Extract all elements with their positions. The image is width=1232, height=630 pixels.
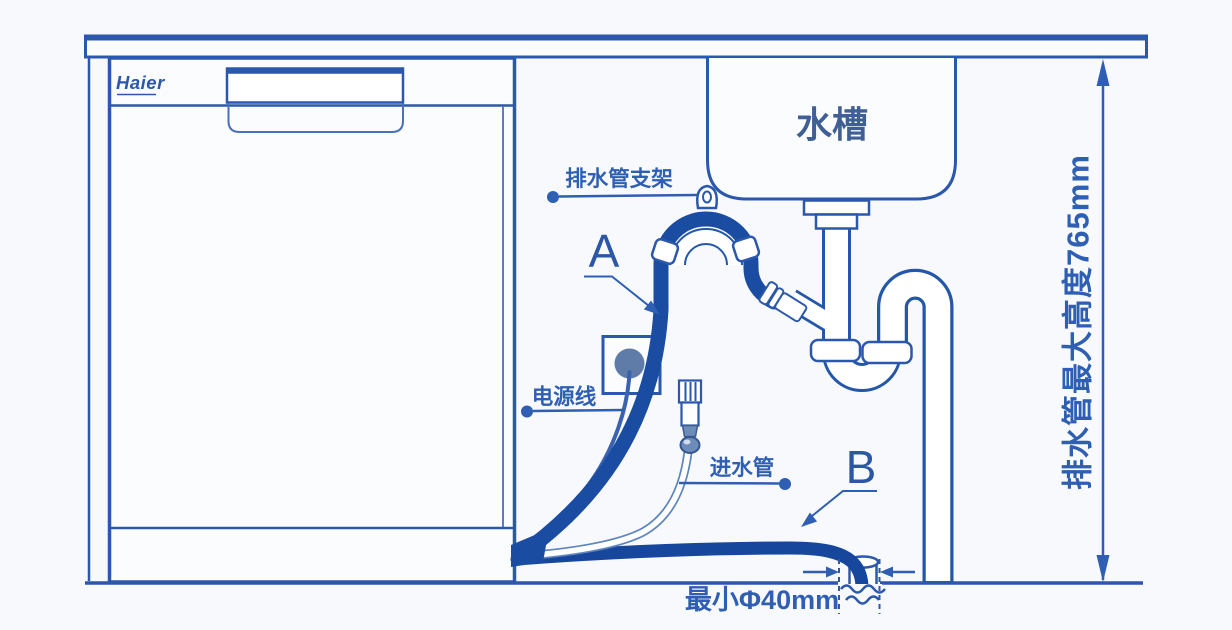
drain-bracket-tab: [696, 184, 718, 210]
max-height-label: 排水管最大高度765mm: [1061, 154, 1096, 490]
arrow-left-icon: [880, 566, 893, 578]
callout-power-cord: 电源线: [521, 384, 625, 418]
drain-bracket-label: 排水管支架: [565, 166, 673, 191]
arrow-up-icon: [1096, 59, 1110, 86]
hose-connector: [758, 281, 808, 323]
sink: 水槽: [706, 58, 957, 201]
drain-flange: [802, 199, 871, 216]
min-diameter-dimension: 最小Φ40mm: [685, 559, 915, 615]
sink-drain-piping: [785, 199, 954, 582]
drain-hose-bracket: [669, 228, 743, 266]
max-height-dimension: 排水管最大高度765mm: [1061, 59, 1110, 582]
callout-point-a: A: [584, 225, 660, 315]
brand-logo-text: Haier: [116, 72, 166, 93]
countertop: [84, 34, 1148, 59]
arrow-icon: [801, 512, 818, 527]
hose-cap: [679, 436, 701, 454]
leader-dot: [521, 405, 533, 418]
callout-drain-bracket: 排水管支架: [547, 166, 698, 203]
point-a-label: A: [589, 225, 620, 277]
callout-point-b: B: [801, 441, 877, 527]
point-b-label: B: [846, 441, 877, 493]
haier-logo: Haier: [116, 72, 166, 96]
min-diameter-label: 最小Φ40mm: [685, 585, 839, 615]
leader-dot: [547, 191, 559, 203]
sink-label: 水槽: [796, 104, 868, 145]
arrow-right-icon: [826, 566, 839, 578]
arrow-down-icon: [1096, 555, 1110, 582]
leader-dot: [779, 478, 791, 490]
trap-nut-right: [861, 340, 913, 365]
dishwasher: Haier: [107, 56, 517, 584]
drain-hose-b: [510, 541, 869, 593]
bracket-clips: [650, 235, 761, 265]
door-handle: [225, 67, 405, 133]
trap-nut-left: [809, 338, 862, 363]
outlet-socket-icon: [614, 348, 645, 379]
power-cord-label: 电源线: [532, 384, 597, 409]
callout-inlet-hose: 进水管: [678, 455, 791, 490]
arrow-icon: [643, 300, 660, 315]
inlet-valve: [677, 379, 703, 454]
inlet-hose-label: 进水管: [710, 455, 775, 480]
inlet-hose: [517, 447, 693, 561]
hose-bundle-origin: [511, 529, 549, 567]
water-wave-icon: [840, 584, 886, 608]
